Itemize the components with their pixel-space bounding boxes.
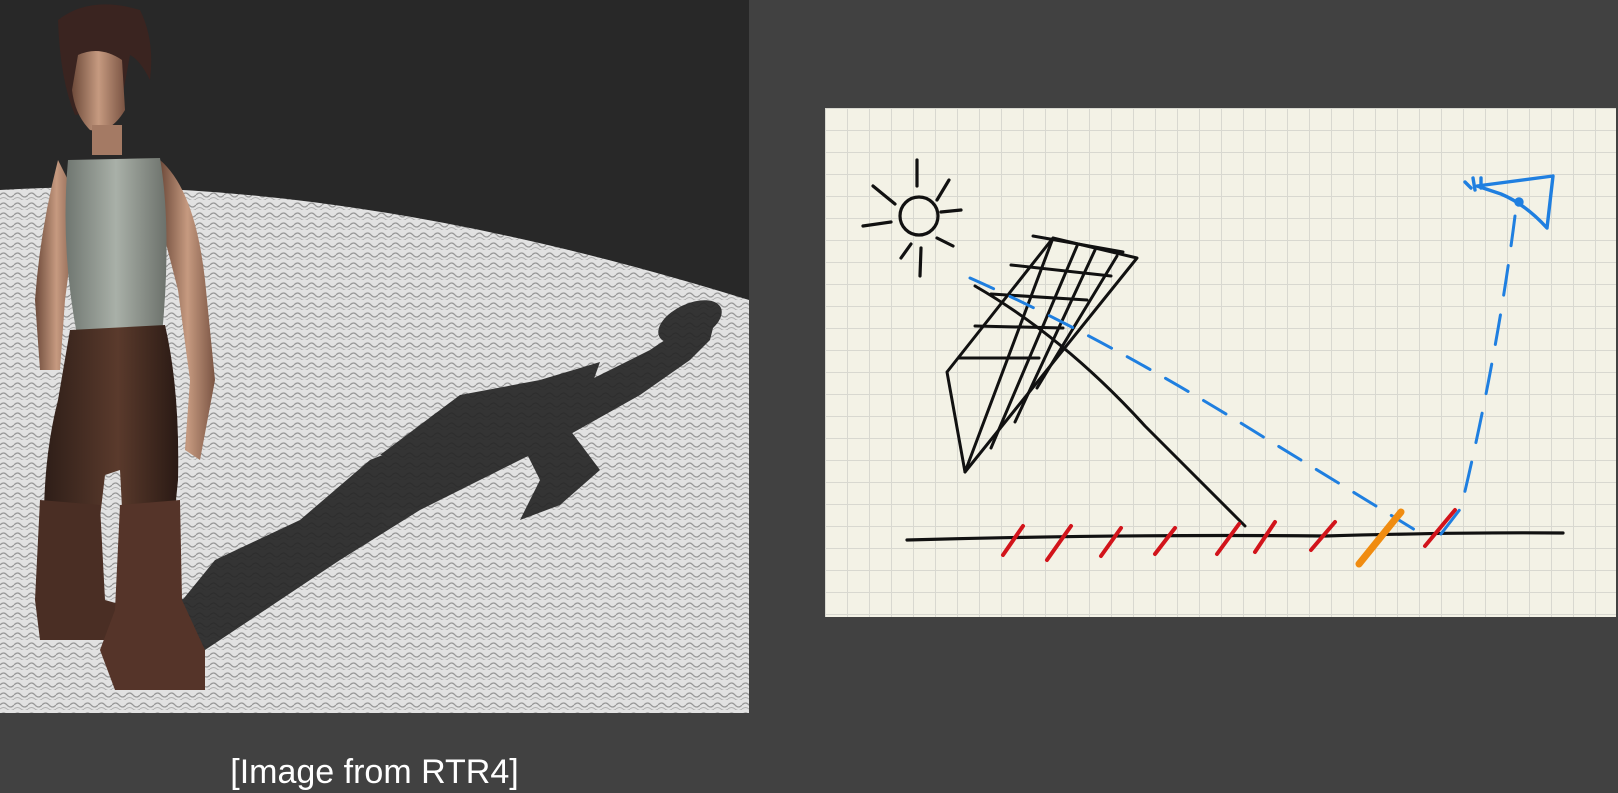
- image-caption: [Image from RTR4]: [230, 753, 519, 791]
- render-image: [0, 0, 749, 713]
- shadow-map-grid-icon: [945, 234, 1139, 474]
- shadow-mapping-sketch: [825, 108, 1616, 617]
- character: [35, 4, 215, 690]
- shadow-samples: [1001, 508, 1457, 562]
- ground-line: [905, 531, 1565, 542]
- highlight-sample: [1355, 508, 1405, 568]
- view-ray: [1439, 214, 1517, 536]
- eye-icon: [1463, 174, 1555, 230]
- shadow-mapping-render-icon: [0, 0, 749, 713]
- sun-icon: [861, 158, 963, 278]
- light-ray: [968, 276, 1422, 535]
- shadow-ray: [973, 284, 1247, 528]
